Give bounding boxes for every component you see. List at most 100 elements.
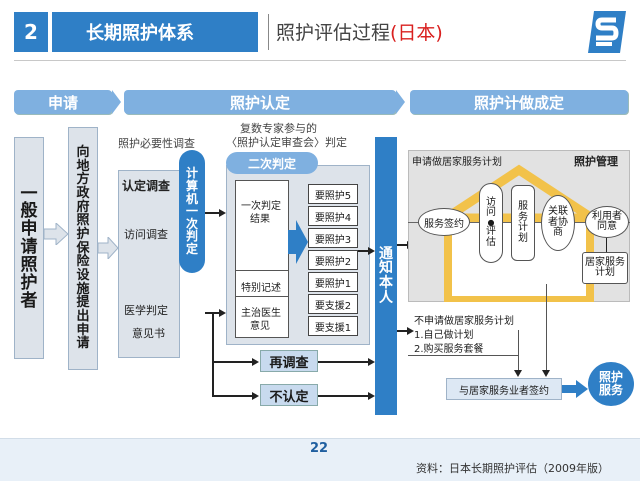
applicant-char: 申 [20, 219, 38, 240]
local-gov-char: 保 [76, 240, 90, 256]
connector-line [318, 395, 368, 397]
applicant-char: 者 [20, 290, 38, 311]
connector-line [408, 355, 518, 356]
local-government-box: 向 地 方 政 府 照 护 保 险 设 施 提 出 申 请 [68, 127, 98, 370]
computer-judgement-oval: 计 算 机 一 次 判 定 [179, 150, 205, 273]
consult-line: 者协 [548, 216, 568, 228]
subtitle-main: 照护评估过程 [276, 22, 391, 44]
stakeholder-consult-node: 关联 者协 商 [541, 195, 575, 251]
section-arrow-icon [396, 90, 405, 114]
arrow-right-icon [368, 392, 375, 400]
expert-participation-label: 复数专家参与的 [240, 122, 317, 135]
visit-char: ● [487, 217, 495, 227]
local-gov-char: 险 [76, 254, 90, 270]
local-gov-char: 设 [76, 267, 90, 283]
applicant-char: 般 [20, 201, 38, 222]
arrow-right-icon [368, 358, 375, 366]
review-board-label: 〈照护认定审查会〉判定 [226, 136, 347, 149]
applicant-char: 照 [20, 254, 38, 275]
arrow-right-icon [368, 247, 375, 255]
arrow-icon [562, 380, 588, 398]
doctor-opinion-label: 主治医生 [241, 308, 281, 319]
care-level: 要照护5 [308, 184, 358, 204]
applicant-char: 一 [20, 183, 38, 204]
consent-line: 同意 [597, 221, 617, 232]
care-level: 要支援2 [308, 294, 358, 314]
medical-judgement-label: 医学判定 [124, 304, 168, 317]
service-plan-char: 务 [518, 211, 528, 223]
notify-char: 本 [379, 275, 393, 291]
connector-line [212, 361, 252, 363]
resurvey-box: 再调查 [260, 350, 318, 372]
care-level: 要支援1 [308, 316, 358, 336]
consult-line: 关联 [548, 206, 568, 218]
connector-line [606, 238, 607, 252]
computer-judgement-char: 机 [185, 191, 198, 206]
computer-judgement-char: 定 [185, 241, 198, 256]
page-number: 22 [310, 441, 329, 456]
survey-title: 认定调查 [122, 179, 171, 193]
connector-line [212, 312, 214, 396]
visit-char: 问 [486, 207, 496, 219]
computer-judgement-char: 算 [185, 179, 198, 194]
notify-char: 通 [379, 245, 393, 262]
visit-char: 评 [486, 226, 496, 238]
arrow-right-icon [219, 309, 226, 317]
local-gov-char: 提 [76, 295, 90, 311]
care-level: 要照护3 [308, 228, 358, 248]
connector-line [397, 330, 407, 332]
connector-line [358, 250, 368, 252]
service-plan-char: 划 [518, 232, 528, 244]
local-gov-char: 照 [76, 213, 90, 229]
arrow-icon [44, 223, 68, 245]
consult-line: 商 [553, 227, 563, 239]
section-arrow-icon [112, 90, 121, 114]
local-gov-char: 向 [76, 145, 90, 161]
care-service-line: 照护 [598, 370, 623, 385]
service-contract-node: 服务签约 [418, 208, 470, 236]
notify-char: 人 [379, 289, 393, 306]
logo-icon [582, 8, 632, 56]
service-plan-node: 服 务 计 划 [511, 185, 535, 261]
applicant-char: 请 [20, 237, 38, 258]
local-gov-char: 地 [76, 158, 90, 174]
home-service-plan-node: 居家服务 计划 [582, 252, 628, 284]
opinion-document-label: 意见书 [132, 327, 165, 340]
computer-judgement-char: 次 [185, 216, 198, 231]
arrow-right-icon [252, 358, 259, 366]
section-certify: 照护认定 [124, 90, 396, 114]
visit-survey-label: 访问调查 [124, 228, 168, 241]
section-apply: 申请 [14, 90, 112, 114]
section-plan: 照护计做成定 [410, 90, 628, 114]
local-gov-char: 出 [76, 308, 90, 324]
local-gov-char: 政 [76, 186, 90, 202]
header-rule [14, 60, 626, 61]
connector-line [318, 361, 368, 363]
arrow-down-icon [514, 370, 522, 377]
home-plan-line: 居家服务 [585, 256, 625, 268]
second-judgement-badge: 二次判定 [226, 152, 318, 174]
special-notes-label: 特别记述 [241, 283, 281, 294]
local-gov-char: 请 [76, 336, 90, 352]
judgement-inputs-box [235, 180, 289, 338]
connector-line [397, 244, 407, 246]
local-gov-char: 施 [76, 281, 90, 297]
doctor-opinion-label: 意见 [250, 321, 270, 332]
divider [235, 270, 289, 271]
care-service-badge: 照护 服务 [588, 362, 634, 406]
provider-contract-box: 与居家服务业者签约 [446, 378, 562, 400]
home-plan-request-label: 申请做居家服务计划 [412, 157, 502, 168]
page-title: 长期照护体系 [52, 12, 258, 52]
home-plan-line: 计划 [595, 267, 615, 278]
connector-line [205, 212, 219, 214]
computer-judgement-char: 判 [185, 229, 198, 244]
header-divider [268, 14, 269, 50]
page-subtitle: 照护评估过程(日本) [276, 18, 443, 45]
local-gov-char: 府 [76, 199, 90, 215]
connector-line [546, 284, 547, 370]
consent-line: 利用者 [592, 210, 622, 222]
local-gov-char: 护 [76, 227, 90, 243]
arrow-down-icon [542, 370, 550, 377]
care-service-line: 服务 [598, 383, 623, 397]
local-gov-char: 方 [76, 172, 90, 188]
